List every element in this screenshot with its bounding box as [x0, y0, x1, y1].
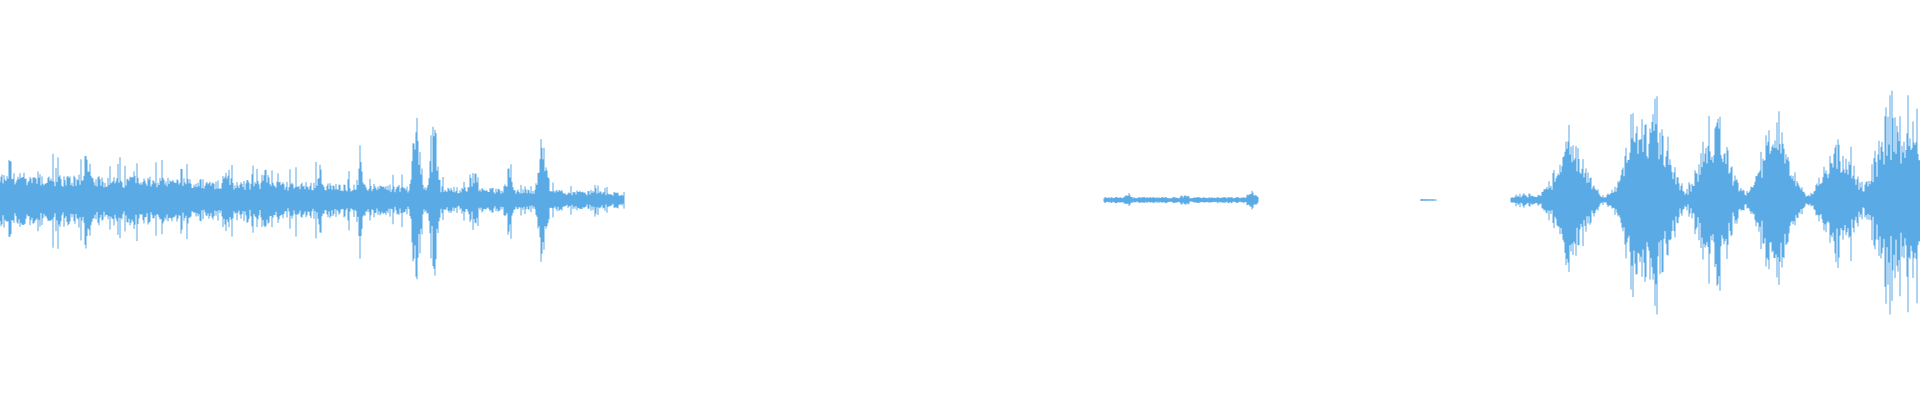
waveform-path: [1103, 190, 1259, 210]
waveform-path: [1510, 90, 1920, 315]
waveform-segment: [0, 118, 625, 280]
waveform-segment: [1103, 190, 1259, 210]
waveform-path: [0, 118, 625, 280]
waveform-path: [1420, 199, 1437, 201]
waveform-trace: [0, 90, 1920, 315]
waveform-segment: [1510, 90, 1920, 315]
waveform-segment: [1420, 199, 1437, 201]
